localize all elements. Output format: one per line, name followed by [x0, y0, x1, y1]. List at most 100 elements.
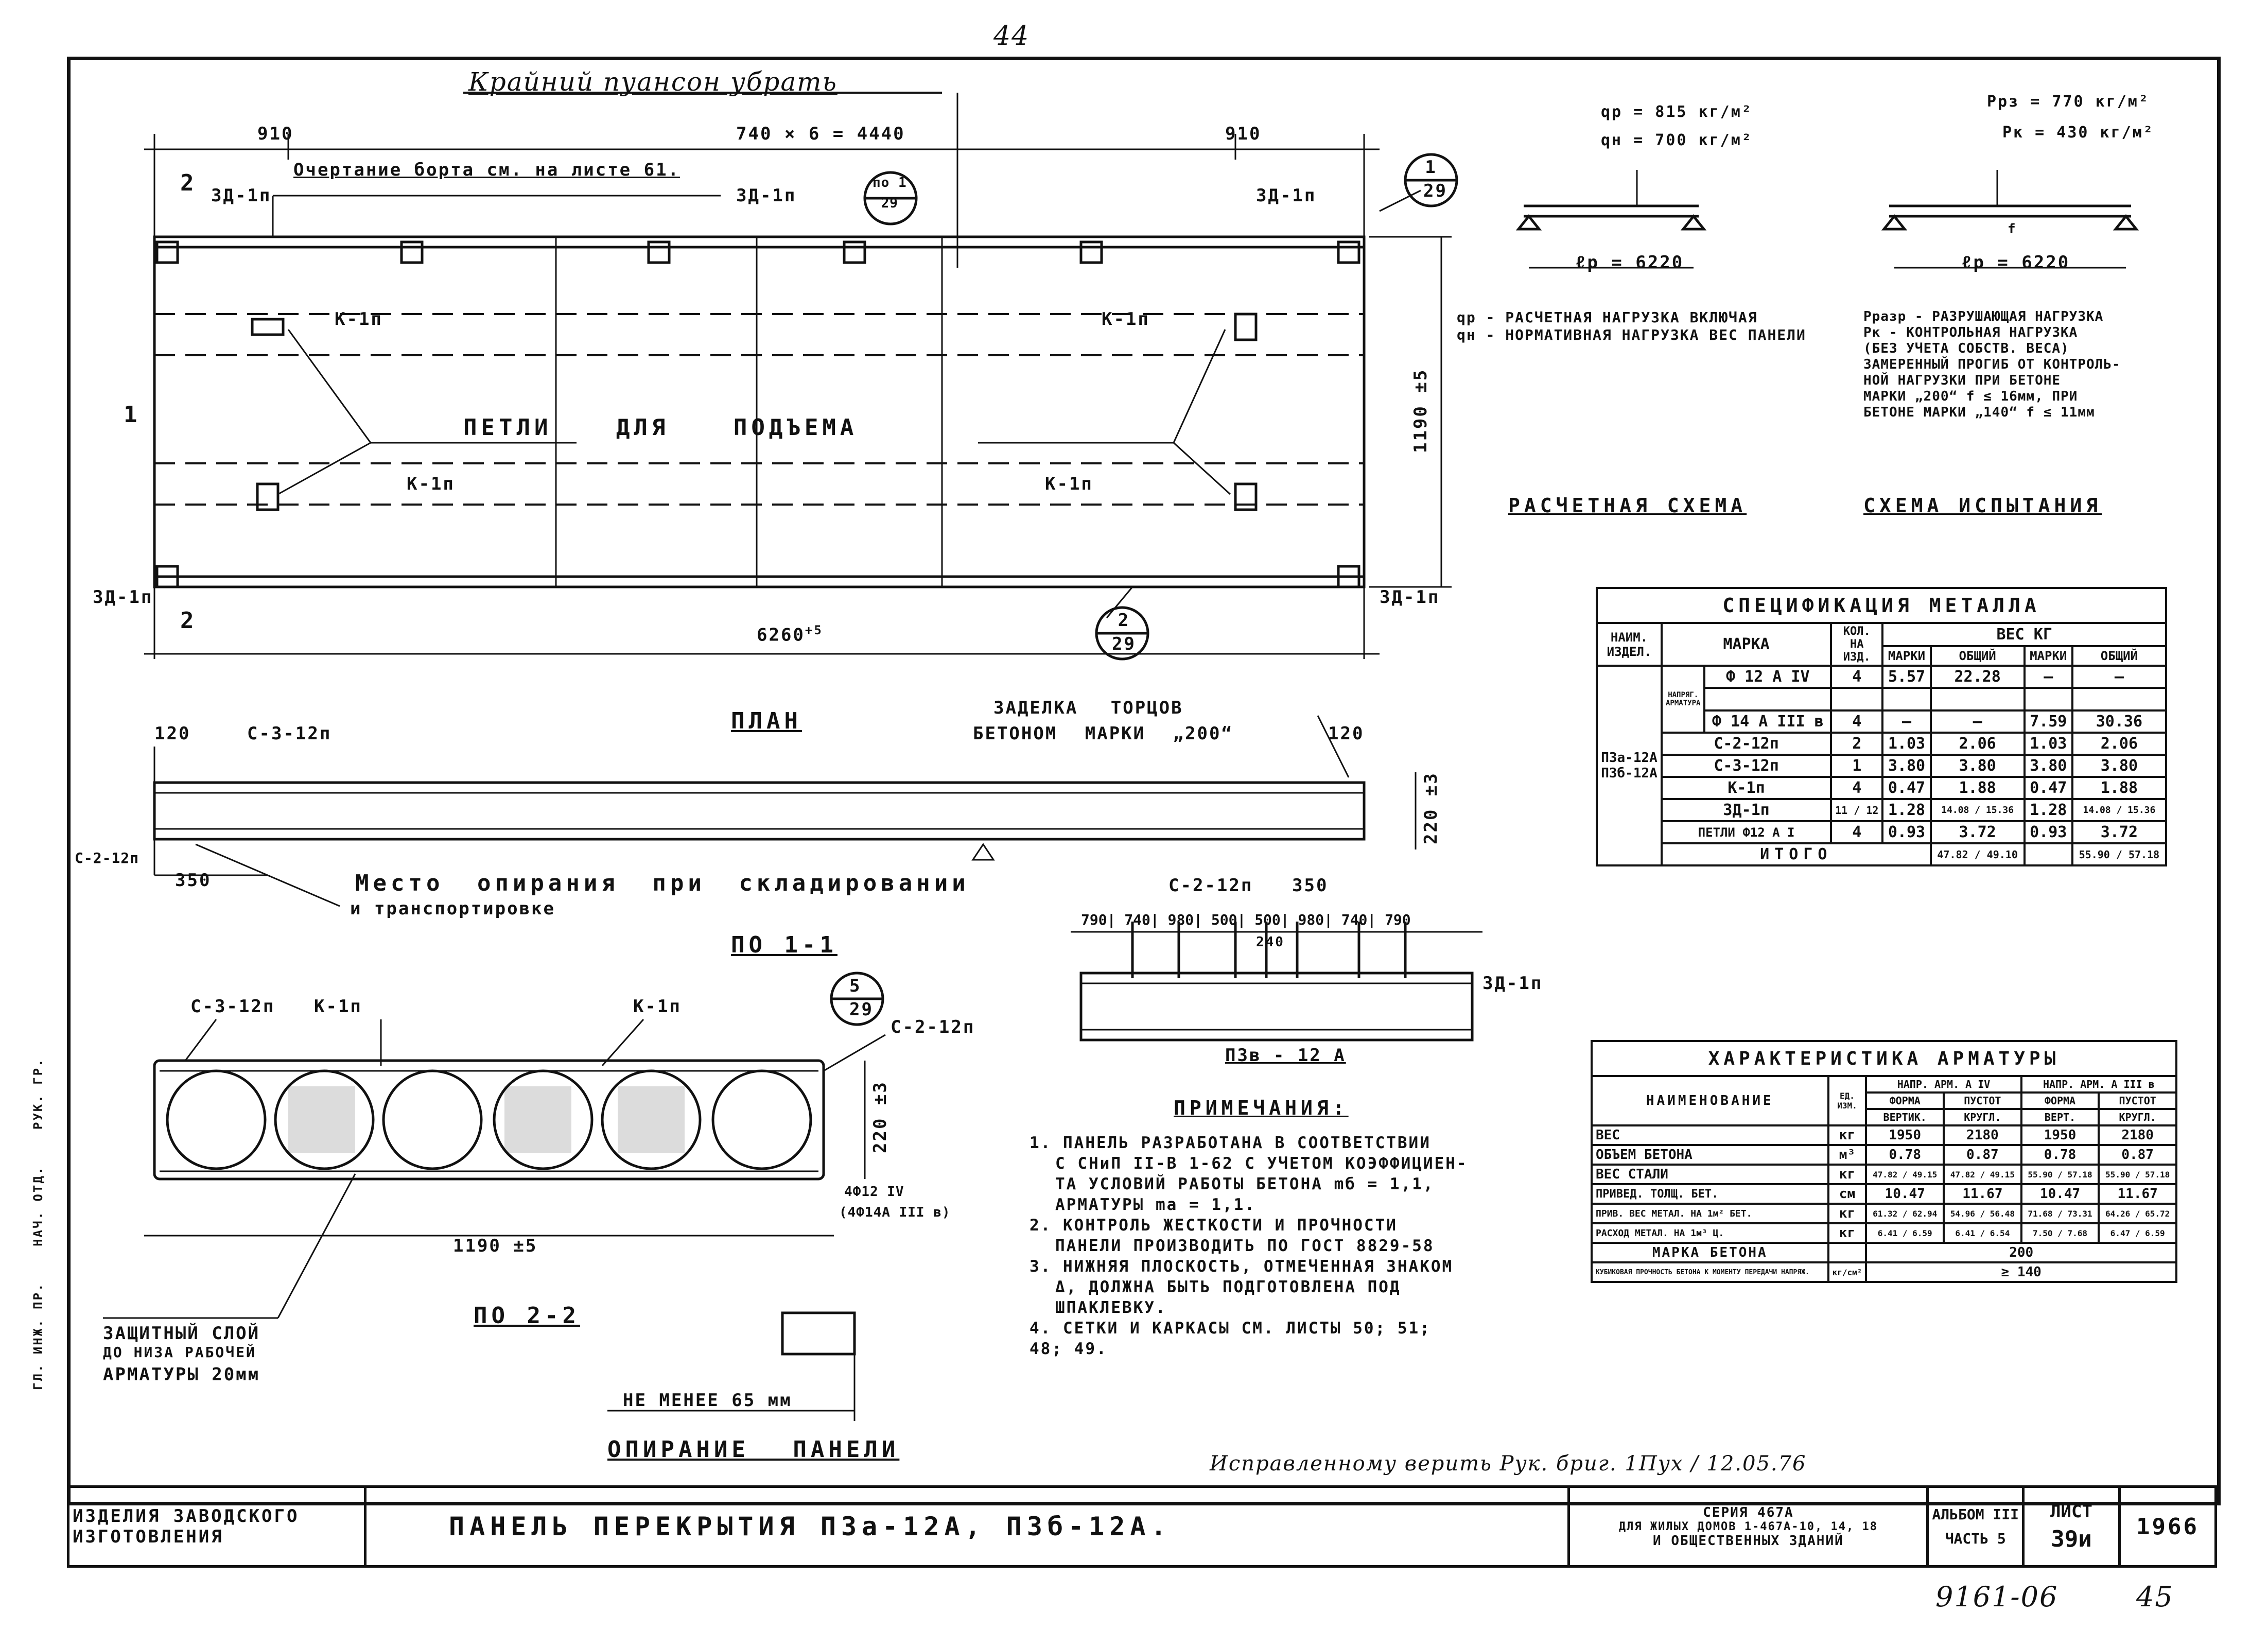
scheme-caption-test: СХЕМА ИСПЫТАНИЯ [1863, 494, 2102, 517]
spec-cell: 1.03 [1881, 732, 1932, 756]
char-cell: кг/см² [1827, 1261, 1868, 1283]
char-title: ХАРАКТЕРИСТИКА АРМАТУРЫ [1591, 1040, 2177, 1077]
note-line: Δ, ДОЛЖНА БЫТЬ ПОДГОТОВЛЕНА ПОД [1055, 1278, 1401, 1296]
title-left: ИЗДЕЛИЯ ЗАВОДСКОГО ИЗГОТОВЛЕНИЯ [67, 1485, 367, 1568]
spec-total-label: ИТОГО [1661, 842, 1932, 866]
spec-cell [1703, 687, 1833, 712]
callout-den: 29 [881, 196, 898, 211]
frame-dim: 500 [1254, 911, 1281, 928]
char-cell: 47.82 / 49.15 [1865, 1164, 1945, 1185]
char-cell: 6.47 / 6.59 [2098, 1222, 2177, 1244]
title-year: 1966 [2118, 1485, 2217, 1568]
plan-callout-po: по 1 29 [873, 175, 907, 211]
char-h-unit: ЕД. ИЗМ. [1827, 1075, 1868, 1126]
section-k1p-left: К-1п [314, 996, 362, 1017]
legend-line: МАРКИ „200“ f ≤ 16мм, ПРИ [1863, 389, 2078, 404]
frame-dim: 740 [1341, 911, 1368, 928]
spec-cell: ПЕТЛИ Ф12 А I [1660, 820, 1833, 844]
spec-cell: 7.59 [2023, 709, 2073, 734]
char-cell: ≥ 140 [1865, 1261, 2177, 1283]
spec-cell [1881, 687, 1932, 712]
plan-callout-bottom: 2 29 [1112, 610, 1136, 654]
plan-dim-width: 1190 ±5 [1410, 368, 1431, 453]
spec-item: П3а-12А П3б-12А [1596, 665, 1663, 866]
frame-dim: 790 [1081, 911, 1107, 928]
char-h-sub: ФОРМА [1865, 1091, 1945, 1110]
plan-zd-label: ЗД-1п [1256, 185, 1317, 206]
char-h-sub: ПУСТОТ [2098, 1091, 2177, 1110]
callout-den: 29 [1112, 634, 1136, 654]
char-h-sub: КРУГЛ. [1943, 1108, 2022, 1126]
title-album: АЛЬБОМ III ЧАСТЬ 5 [1926, 1485, 2025, 1568]
frame-dim: 980 [1298, 911, 1324, 928]
spec-cell: 3.80 [2071, 754, 2168, 778]
side-support-note-2: и транспортировке [350, 898, 555, 919]
note-line: С СНиП II-В 1-62 С УЧЕТОМ КОЭФФИЦИЕН- [1055, 1154, 1468, 1173]
frame-dim: 500 [1211, 911, 1237, 928]
legend-line: БЕТОНЕ МАРКИ „140“ f ≤ 11мм [1863, 405, 2095, 420]
title-series: СЕРИЯ 467А ДЛЯ ЖИЛЫХ ДОМОВ 1-467А-10, 14… [1567, 1485, 1929, 1568]
spec-cell: 1.88 [2071, 776, 2168, 800]
spec-cell: 4 [1830, 665, 1884, 689]
callout-num: по 1 [873, 175, 907, 190]
plan-zd-label: ЗД-1п [736, 185, 797, 206]
spec-cell [2071, 687, 2168, 712]
char-cell: 2180 [1943, 1124, 2022, 1146]
spec-cell: 14.08 / 15.36 [2071, 798, 2168, 822]
spec-cell: С-3-12п [1660, 754, 1833, 778]
frame-dims: 790| 740| 980| 500| 500| 980| 740| 790 [1081, 911, 1411, 928]
legend-line: Рразр - РАЗРУШАЮЩАЯ НАГРУЗКА [1863, 309, 2104, 324]
sheet-label: ЛИСТ [2050, 1501, 2092, 1522]
notes-list: 1. ПАНЕЛЬ РАЗРАБОТАНА В СООТВЕТСТВИИ С С… [1030, 1133, 1468, 1359]
spec-table: СПЕЦИФИКАЦИЯ МЕТАЛЛА НАИМ. ИЗДЕЛ. МАРКА … [1596, 587, 2168, 866]
plan-contour-note: Очертание борта см. на листе 61. [293, 160, 681, 180]
plan-dim-mid: 740 × 6 = 4440 [736, 124, 905, 144]
spec-cell: 22.28 [1929, 665, 2026, 689]
callout-den: 29 [1423, 181, 1447, 201]
spec-cell: 3.80 [1881, 754, 1932, 778]
char-cell: ВЕС СТАЛИ [1591, 1164, 1829, 1185]
char-cell: 55.90 / 57.18 [2098, 1164, 2177, 1185]
side-caption: ПО 1-1 [731, 932, 838, 958]
frame-dim-350: 350 [1292, 875, 1329, 896]
callout-num: 5 [849, 976, 862, 996]
spec-cell: 1.88 [1929, 776, 2026, 800]
char-cell: 64.26 / 65.72 [2098, 1203, 2177, 1224]
spec-cell: 3.80 [2023, 754, 2073, 778]
plan-dim-right: 910 [1225, 124, 1262, 144]
spec-total-a: 47.82 / 49.10 [1929, 842, 2026, 866]
spec-cell: — [2071, 665, 2168, 689]
note-line: 48; 49. [1030, 1340, 1108, 1358]
frame-outline [1079, 972, 1474, 1042]
char-cell: 47.82 / 49.15 [1943, 1164, 2022, 1185]
spec-h-sub: ОБЩИЙ [1929, 645, 2026, 667]
scheme-f: f [2008, 221, 2017, 237]
section-k1p-right: К-1п [633, 996, 682, 1017]
plan-k1p-label: К-1п [1045, 474, 1093, 494]
spec-cell: 4 [1830, 820, 1884, 844]
plan-dim-length: 6260+5 [757, 623, 823, 645]
char-h-sub: ВЕРТ. [2020, 1108, 2100, 1126]
char-cell: ПРИВЕД. ТОЛЩ. БЕТ. [1591, 1183, 1829, 1205]
scheme-pr: Ррз = 770 кг/м² [1987, 93, 2150, 111]
spec-cell: 4 [1830, 709, 1884, 734]
plan-zd-label: ЗД-1п [1380, 587, 1440, 608]
album-line: АЛЬБОМ III [1932, 1506, 2019, 1523]
legend-line: qн - НОРМАТИВНАЯ НАГРУЗКА ВЕС ПАНЕЛИ [1457, 326, 1806, 343]
char-h-sub: КРУГЛ. [2098, 1108, 2177, 1126]
char-table: ХАРАКТЕРИСТИКА АРМАТУРЫ НАИМЕНОВАНИЕ ЕД.… [1591, 1040, 2178, 1283]
plan-length-value: 6260 [757, 625, 805, 646]
side-mesh-c3: С-3-12п [247, 723, 332, 744]
section-height: 220 ±3 [870, 1081, 891, 1153]
note-line: ПАНЕЛИ ПРОИЗВОДИТЬ ПО ГОСТ 8829-58 [1055, 1237, 1435, 1255]
note-line: 2. КОНТРОЛЬ ЖЕСТКОСТИ И ПРОЧНОСТИ [1030, 1216, 1398, 1235]
char-cell: кг [1827, 1203, 1868, 1224]
spec-cell: 4 [1830, 776, 1884, 800]
frame-caption: П3в - 12 А [1225, 1045, 1346, 1066]
side-view-outline [153, 781, 1366, 841]
char-h-sub: ВЕРТИК. [1865, 1108, 1945, 1126]
spec-h-qty: КОЛ. НА ИЗД. [1830, 622, 1884, 667]
side-dim-120: 120 [1328, 723, 1365, 744]
scheme-caption-calc: РАСЧЕТНАЯ СХЕМА [1508, 494, 1747, 517]
spec-cell: Ф 12 А IV [1703, 665, 1833, 689]
